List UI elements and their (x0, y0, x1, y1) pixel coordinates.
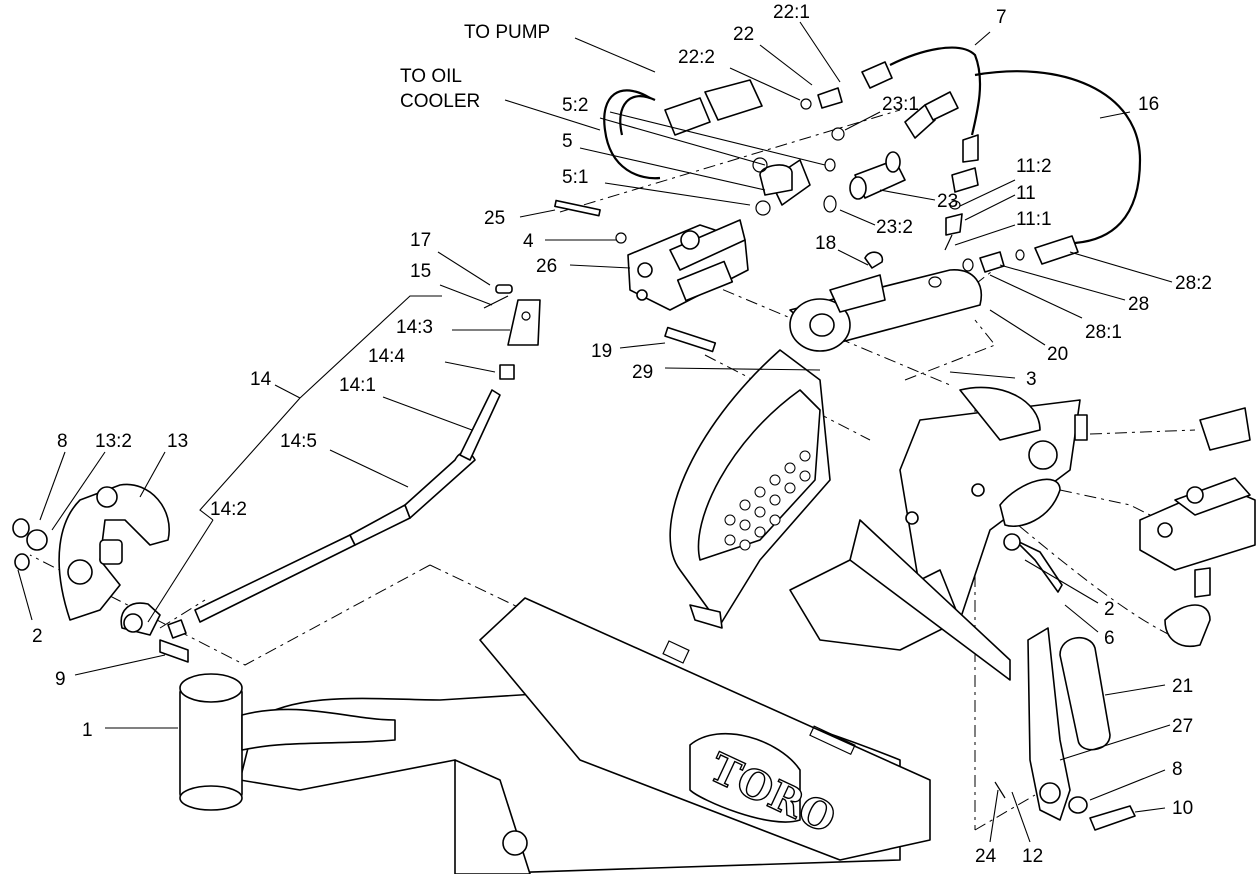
callout-23-2: 23:2 (876, 217, 913, 238)
callout-5-2: 5:2 (562, 95, 588, 116)
callout-26: 26 (536, 256, 557, 277)
lever-27 (994, 533, 1136, 831)
callout-to-pump: TO PUMP (464, 22, 550, 43)
callout-14-1: 14:1 (339, 375, 376, 396)
callout-16: 16 (1138, 94, 1159, 115)
callout-5: 5 (562, 131, 573, 152)
callout-28-1: 28:1 (1085, 322, 1122, 343)
valve-assembly (554, 61, 959, 353)
leader-lines (17, 21, 1173, 843)
callout-10: 10 (1172, 798, 1193, 819)
callout-28-2: 28:2 (1175, 273, 1212, 294)
callout-21: 21 (1172, 676, 1193, 697)
callout-25: 25 (484, 208, 505, 229)
callout-23: 23 (937, 191, 958, 212)
callout-11: 11 (1016, 183, 1036, 204)
callout-9: 9 (55, 669, 66, 690)
callout-8-left: 8 (57, 431, 68, 452)
control-plate (669, 349, 831, 629)
callout-28: 28 (1128, 294, 1149, 315)
callout-13: 13 (167, 431, 188, 452)
callout-13-2: 13:2 (95, 431, 132, 452)
callout-7: 7 (996, 7, 1007, 28)
callout-2-right: 2 (1104, 599, 1115, 620)
hydraulic-cylinder (789, 251, 982, 352)
callout-22-1: 22:1 (773, 2, 810, 23)
callout-22-2: 22:2 (678, 47, 715, 68)
frame-assembly: TORO (179, 597, 931, 874)
callout-19: 19 (591, 341, 612, 362)
callout-12: 12 (1022, 846, 1043, 867)
callout-29: 29 (632, 362, 653, 383)
callout-14-3: 14:3 (396, 317, 433, 338)
lever-bracket (789, 386, 1088, 681)
callout-11-1: 11:1 (1016, 209, 1052, 230)
callout-cooler: COOLER (400, 91, 480, 112)
callout-14-2: 14:2 (210, 499, 247, 520)
callout-8-right: 8 (1172, 759, 1183, 780)
control-rod-assembly (120, 284, 541, 639)
callout-22: 22 (733, 24, 754, 45)
callout-14-5: 14:5 (280, 431, 317, 452)
callout-labels: TO PUMP TO OIL COOLER 22:1 7 22 22:2 23:… (32, 2, 1212, 867)
pump-assembly (1139, 407, 1256, 647)
callout-27: 27 (1172, 716, 1193, 737)
callout-to-oil: TO OIL (400, 66, 462, 87)
callout-17: 17 (410, 230, 431, 251)
callout-5-1: 5:1 (562, 167, 588, 188)
callout-15: 15 (410, 261, 431, 282)
callout-11-2: 11:2 (1016, 156, 1052, 177)
callout-2-left: 2 (32, 626, 43, 647)
callout-4: 4 (523, 231, 534, 252)
callout-6: 6 (1104, 628, 1115, 649)
callout-23-1: 23:1 (882, 94, 919, 115)
callout-3: 3 (1026, 369, 1037, 390)
callout-14: 14 (250, 369, 272, 390)
callout-24: 24 (975, 846, 997, 867)
hoses (603, 46, 1142, 273)
callout-14-4: 14:4 (368, 346, 405, 367)
bracket-13 (12, 483, 189, 663)
callout-18: 18 (815, 233, 836, 254)
callout-1: 1 (82, 720, 93, 741)
callout-20: 20 (1047, 344, 1068, 365)
